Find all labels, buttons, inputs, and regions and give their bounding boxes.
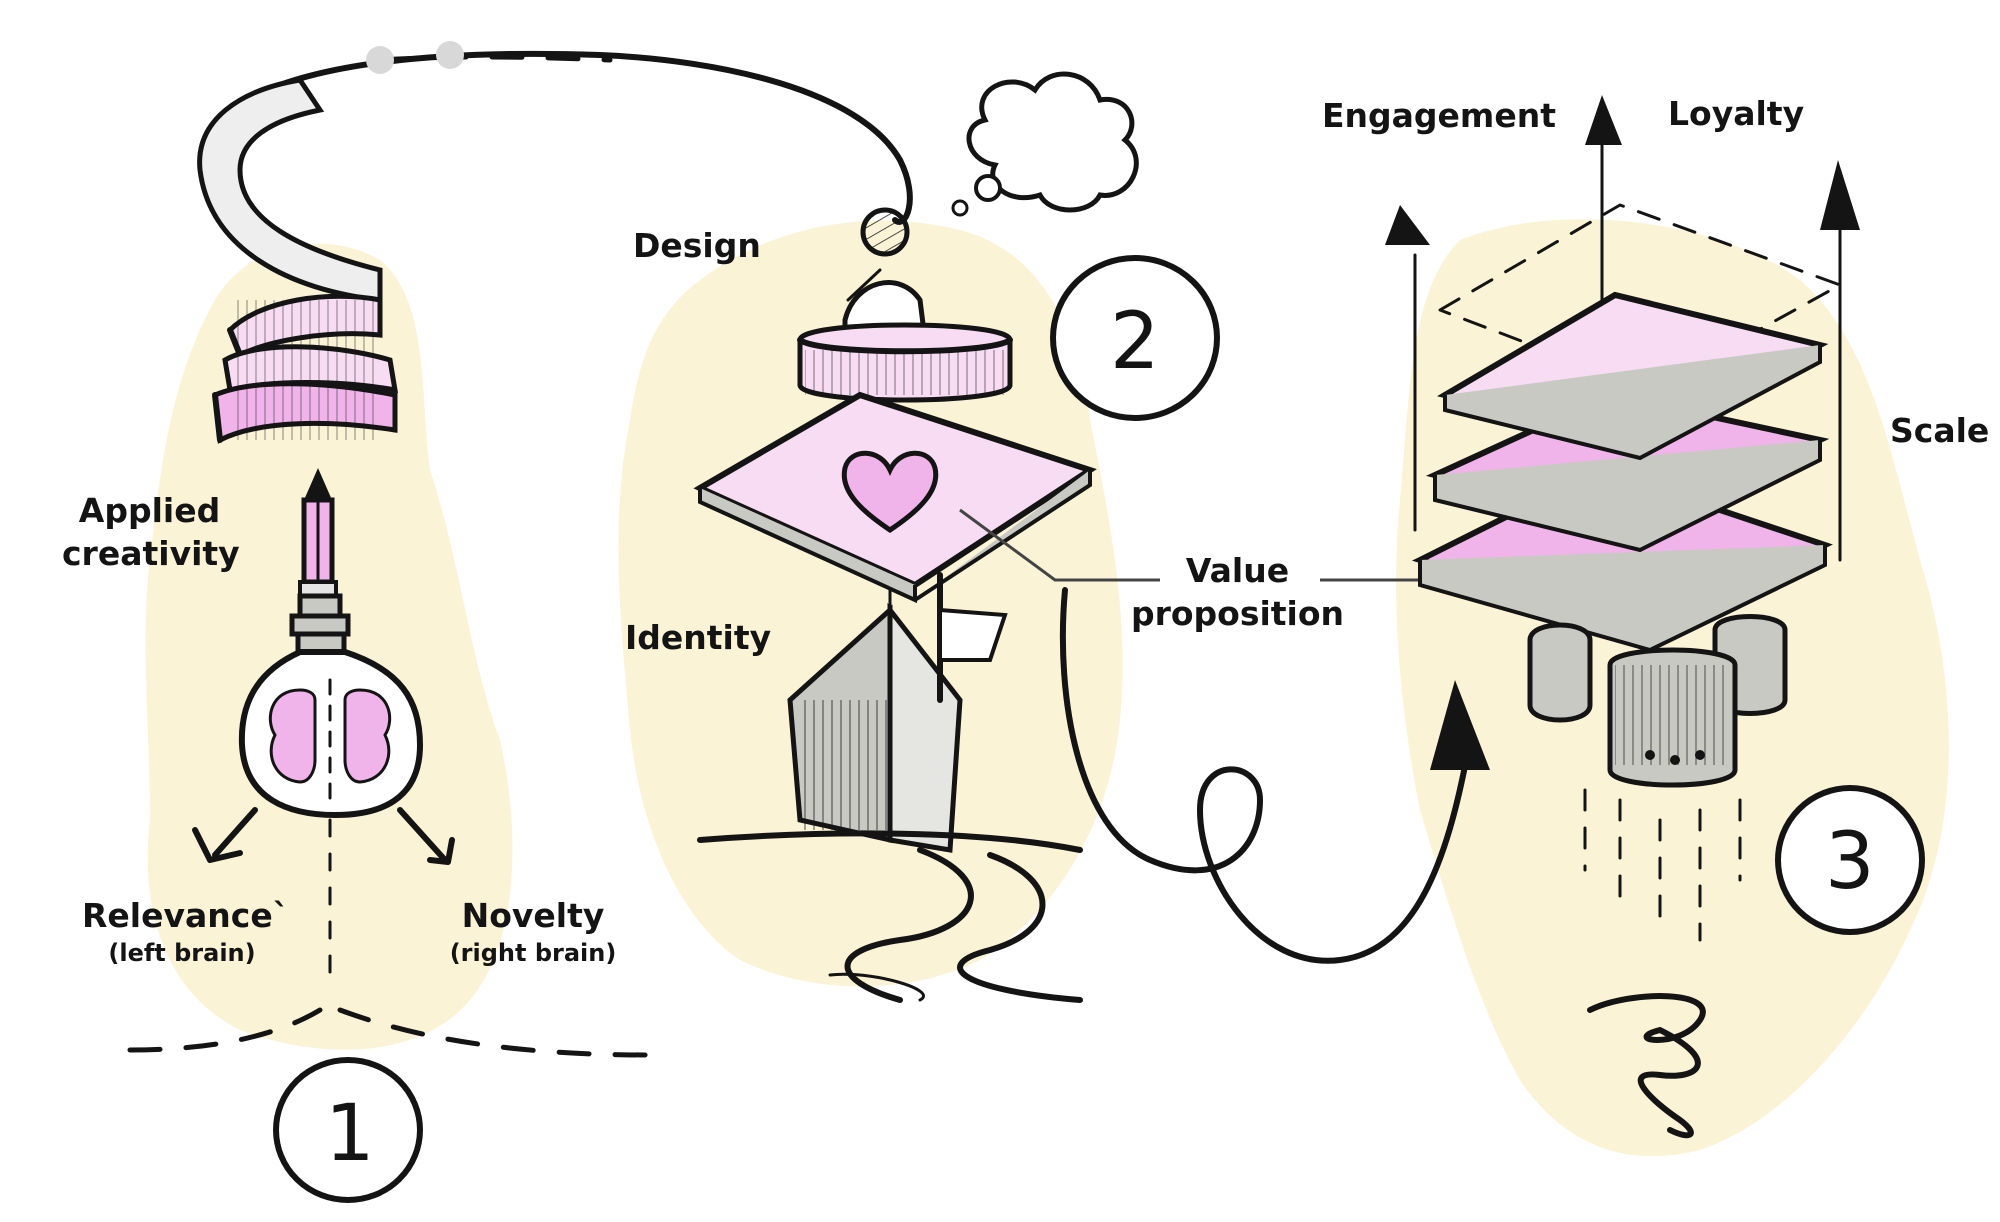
road-icon <box>697 830 1083 1003</box>
step-1-badge: 1 <box>273 1057 423 1203</box>
swoosh-dot <box>436 41 464 69</box>
label-engagement: Engagement <box>1322 96 1556 135</box>
label-relevance-sub: (left brain) <box>108 938 256 967</box>
label-applied-line2: creativity <box>62 533 240 573</box>
value-leader-left <box>959 508 1160 582</box>
swoosh-line <box>227 50 913 225</box>
step-2-number: 2 <box>1110 297 1160 387</box>
stacked-layers-icon <box>1411 291 1833 653</box>
step-3-badge: 3 <box>1775 785 1925 935</box>
step-3-number: 3 <box>1825 817 1875 907</box>
loop-arrow-icon <box>1059 587 1490 964</box>
label-novelty: Novelty (right brain) <box>428 895 638 969</box>
building-icon <box>787 588 963 853</box>
label-novelty-title: Novelty <box>461 896 605 935</box>
label-identity: Identity <box>625 618 772 657</box>
flag-icon <box>937 572 1008 703</box>
ribbon-icon <box>197 77 399 444</box>
label-design: Design <box>633 226 761 265</box>
rocket-thrusters-icon <box>1527 614 1788 1139</box>
step-1-number: 1 <box>325 1089 375 1179</box>
label-novelty-sub: (right brain) <box>449 938 617 967</box>
swoosh-dot <box>366 46 394 74</box>
collar-ring <box>797 322 1013 403</box>
heart-icon <box>841 450 939 534</box>
lightbulb-brain-icon <box>238 593 424 819</box>
label-value-proposition: Value proposition <box>1130 550 1345 636</box>
label-value-line2: proposition <box>1130 593 1345 633</box>
label-applied-creativity: Applied creativity <box>62 490 240 576</box>
label-applied-line1: Applied <box>78 491 221 530</box>
label-value-line1: Value <box>1185 551 1290 590</box>
swoosh-dashes <box>377 54 613 63</box>
label-loyalty: Loyalty <box>1668 94 1805 133</box>
stage2-background-blob <box>618 220 1123 987</box>
label-scale: Scale <box>1890 411 1990 450</box>
label-relevance: Relevance` (left brain) <box>82 895 290 969</box>
step-2-badge: 2 <box>1050 255 1220 421</box>
arrow-up-icon <box>1385 95 1860 562</box>
label-relevance-title: Relevance` <box>82 896 290 935</box>
branch-arrows <box>127 807 653 1058</box>
thought-cloud-icon <box>951 71 1139 217</box>
